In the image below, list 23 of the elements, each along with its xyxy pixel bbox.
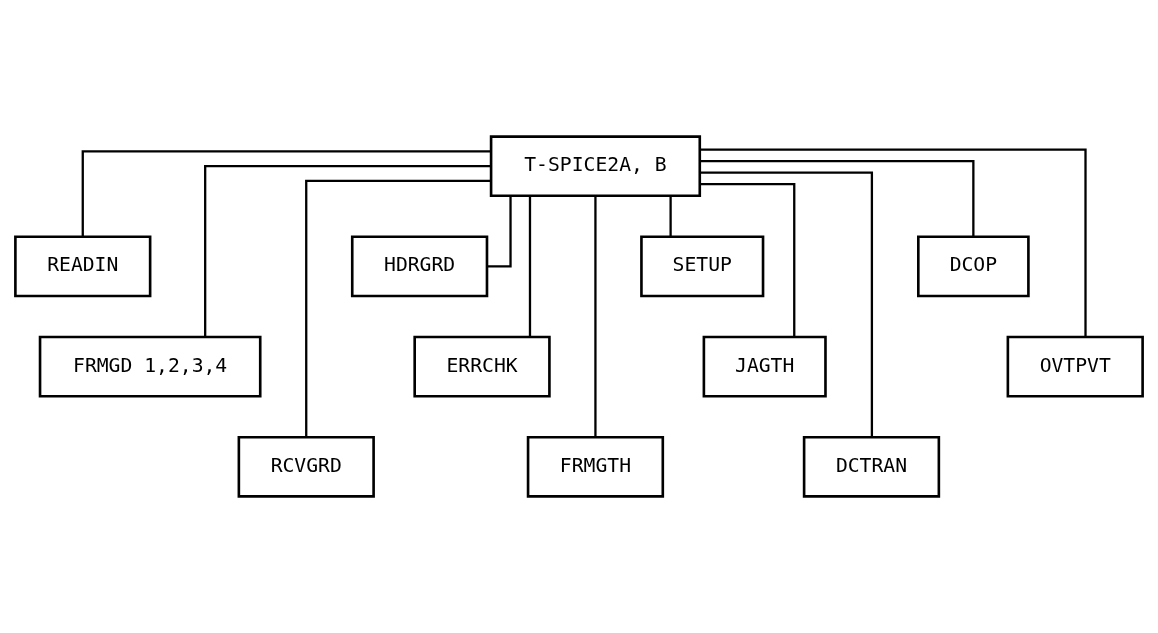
connector [669, 196, 672, 237]
connector [487, 196, 512, 268]
connector [594, 196, 597, 438]
node-box: DCOP [917, 235, 1030, 298]
connector [700, 160, 975, 237]
connector [528, 195, 532, 337]
connector [305, 179, 491, 437]
connector [204, 165, 491, 338]
connector [699, 171, 874, 438]
node-box: OVTPVT [1006, 335, 1144, 398]
node-box: JAGTH [702, 335, 827, 398]
node-box: HDRGRD [350, 235, 489, 298]
node-box: FRMGD 1,2,3,4 [38, 335, 262, 398]
node-box: SETUP [640, 235, 765, 298]
connector [81, 150, 492, 237]
node-box: READIN [14, 235, 152, 298]
node-box: RCVGRD [237, 435, 375, 498]
node-box: DCTRAN [802, 435, 941, 498]
node-box: ERRCHK [413, 335, 551, 398]
connector [700, 183, 796, 337]
connector [699, 148, 1087, 337]
node-box: T-SPICE2A, B [489, 135, 702, 198]
node-box: FRMGTH [526, 435, 665, 498]
